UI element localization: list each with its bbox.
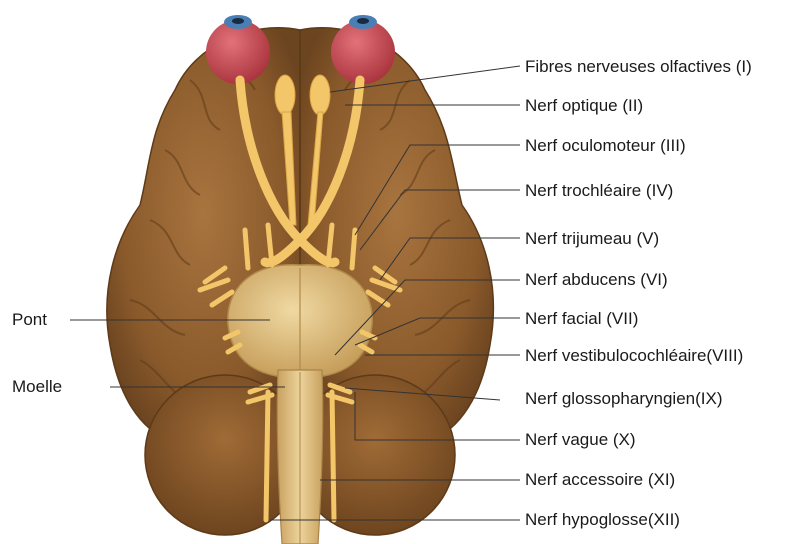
- label-nerve-9: Nerf glossopharyngien(IX): [525, 389, 722, 409]
- label-nerve-6: Nerf abducens (VI): [525, 270, 668, 290]
- medulla: [277, 370, 323, 544]
- left-eyeball: [206, 20, 270, 84]
- right-pupil: [357, 18, 369, 24]
- label-nerve-7: Nerf facial (VII): [525, 309, 638, 329]
- label-pont: Pont: [12, 310, 47, 330]
- label-nerve-4: Nerf trochléaire (IV): [525, 181, 673, 201]
- label-nerve-3: Nerf oculomoteur (III): [525, 136, 686, 156]
- left-pupil: [232, 18, 244, 24]
- label-nerve-12: Nerf hypoglosse(XII): [525, 510, 680, 530]
- label-nerve-5: Nerf trijumeau (V): [525, 229, 659, 249]
- label-nerve-10: Nerf vague (X): [525, 430, 636, 450]
- label-nerve-11: Nerf accessoire (XI): [525, 470, 675, 490]
- label-nerve-8: Nerf vestibulocochléaire(VIII): [525, 346, 743, 366]
- label-nerve-1: Fibres nerveuses olfactives (I): [525, 57, 752, 77]
- label-nerve-2: Nerf optique (II): [525, 96, 643, 116]
- pons: [228, 265, 372, 378]
- label-moelle: Moelle: [12, 377, 62, 397]
- right-eyeball: [331, 20, 395, 84]
